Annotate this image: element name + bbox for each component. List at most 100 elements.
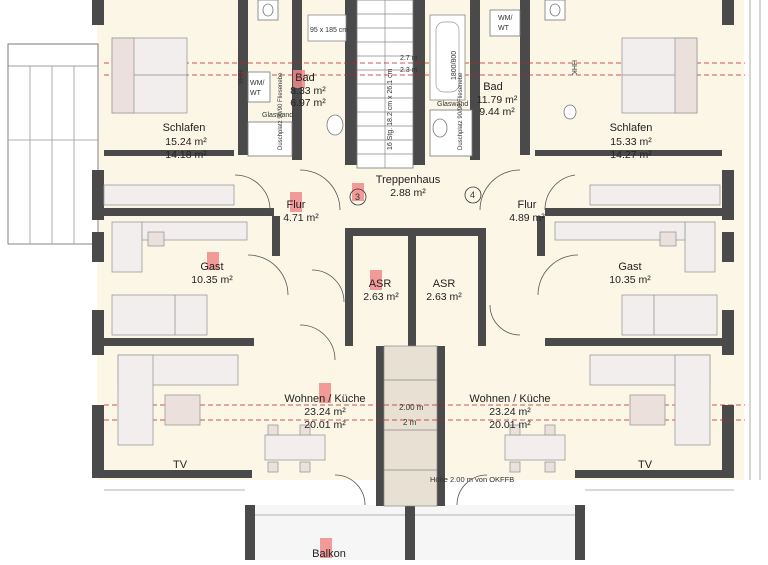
area-marker <box>290 192 302 212</box>
dimension-label: 2.3 m <box>400 67 418 74</box>
marker-4-label: 4 <box>470 190 475 200</box>
glaswand-left: Glaswand <box>262 112 293 119</box>
wall <box>92 310 104 355</box>
wall <box>92 0 104 25</box>
room-area-schlafen-left: 15.24 m² <box>165 136 207 148</box>
room-name-asr-left: ASR <box>369 278 392 290</box>
area-marker <box>293 70 305 88</box>
room-area-schlafen-left-2: 14.18 m² <box>165 149 207 161</box>
area-marker <box>207 252 219 270</box>
room-name-flur-left: Flur <box>287 199 306 211</box>
door-swing <box>299 324 336 361</box>
section-marker-4 <box>464 186 482 204</box>
room-area-bad-left: 8.33 m² <box>290 85 326 97</box>
central-stair <box>356 0 414 169</box>
area-marker <box>319 383 331 403</box>
door-swing <box>299 169 341 211</box>
appliance-label-left: WM/ <box>250 80 264 87</box>
hhk-left: HHK <box>236 70 243 85</box>
room-name-balkon: Balkon <box>312 548 346 560</box>
wall <box>92 232 104 262</box>
wohnen-right-furniture <box>504 354 711 473</box>
bed-right <box>621 37 698 114</box>
wall <box>345 228 353 346</box>
wall <box>478 228 486 346</box>
wall <box>470 0 480 160</box>
external-stair-left <box>7 43 99 245</box>
door-swing <box>489 304 521 336</box>
door-swing <box>544 174 576 211</box>
room-area-bad-right-2: 9.44 m² <box>479 106 515 118</box>
dimension-label: 2 m <box>403 418 417 427</box>
dimension-label: 2.00 m <box>399 403 424 412</box>
door-swing <box>537 254 579 296</box>
wall <box>376 346 384 506</box>
bad-left-fixtures: 95 x 185 cm <box>247 0 348 157</box>
wall <box>104 208 274 216</box>
room-name-bad-left: Bad <box>295 72 315 84</box>
room-area-schlafen-right-2: 14.27 m² <box>610 149 652 161</box>
room-area-flur-right: 4.89 m² <box>509 212 545 224</box>
appliance-label-right: WM/ <box>498 15 512 22</box>
light-shaft <box>383 345 438 507</box>
room-area-asr-right: 2.63 m² <box>426 291 462 303</box>
room-name-wohnen-left: Wohnen / Küche <box>284 393 365 405</box>
tv-label-left: TV <box>173 459 188 471</box>
duschplatz-right: Duschplatz 90/90 Fliesenebe <box>458 72 464 150</box>
wall <box>408 228 416 346</box>
wall <box>104 150 234 156</box>
dimension-label: 2.7 m <box>400 55 418 62</box>
room-area-treppenhaus: 2.88 m² <box>390 187 426 199</box>
door-swing <box>311 269 345 303</box>
room-name-wohnen-right: Wohnen / Küche <box>469 393 550 405</box>
wall <box>575 470 734 478</box>
hhk-right: HHK <box>570 60 577 75</box>
wall <box>272 216 280 256</box>
area-marker <box>370 270 382 290</box>
bad-right-fixtures <box>429 0 577 157</box>
stair-label: 16 Stg. 18.2 cm x 26.1 cm <box>387 69 394 150</box>
room-area-bad-right: 11.79 m² <box>477 94 518 106</box>
door-swing <box>334 474 366 506</box>
wall <box>722 310 734 355</box>
room-area-bad-left-2: 6.97 m² <box>290 97 326 109</box>
bed-left <box>111 37 188 114</box>
wall <box>437 346 445 506</box>
wall <box>104 338 254 346</box>
section-marker-3 <box>349 188 367 206</box>
room-name-schlafen-left: Schlafen <box>163 122 206 134</box>
tub-label: 95 x 185 cm <box>310 27 348 34</box>
room-area-wohnen-left-2: 20.01 m² <box>304 419 346 431</box>
tub-label-right: 1800/800 <box>451 51 458 80</box>
room-name-schlafen-right: Schlafen <box>610 122 653 134</box>
room-area-schlafen-right: 15.33 m² <box>610 136 652 148</box>
tv-label-right: TV <box>638 459 653 471</box>
wall <box>413 0 425 165</box>
room-name-bad-right: Bad <box>483 81 503 93</box>
room-name-treppenhaus: Treppenhaus <box>376 174 441 186</box>
room-name-gast-left: Gast <box>200 261 223 273</box>
room-area-gast-left: 10.35 m² <box>191 274 233 286</box>
room-name-asr-right: ASR <box>433 278 456 290</box>
door-swing <box>479 169 521 211</box>
wohnen-left-furniture <box>117 354 326 473</box>
room-area-wohnen-right-2: 20.01 m² <box>489 419 531 431</box>
room-area-asr-left: 2.63 m² <box>363 291 399 303</box>
gast-left-furniture <box>111 221 248 336</box>
wall <box>245 505 255 560</box>
wardrobe-left <box>103 184 235 206</box>
wall <box>238 0 248 155</box>
wall <box>520 0 530 155</box>
room-name-gast-right: Gast <box>618 261 641 273</box>
wall <box>545 208 722 216</box>
room-name-flur-right: Flur <box>518 199 537 211</box>
door-swing <box>247 254 289 296</box>
wall <box>575 505 585 560</box>
wardrobe-right <box>589 184 721 206</box>
wall <box>405 505 415 560</box>
hoehe-label: Höhe 2.00 m von OKFFB <box>430 475 514 484</box>
room-area-wohnen-left: 23.24 m² <box>304 406 346 418</box>
wall <box>722 0 734 25</box>
